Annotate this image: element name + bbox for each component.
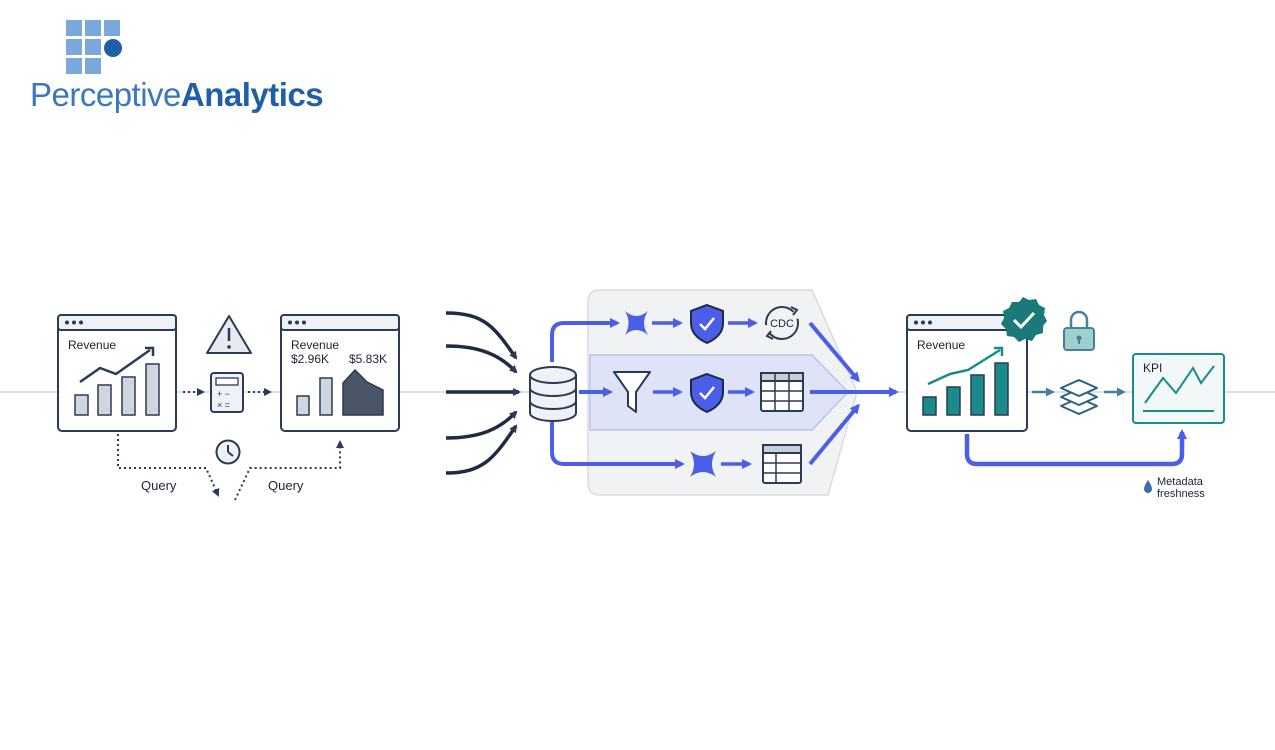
query-path-right bbox=[234, 440, 344, 501]
table-icon-bottom bbox=[762, 444, 802, 484]
branch-bottom bbox=[550, 422, 685, 469]
right-card-title: Revenue bbox=[917, 338, 965, 352]
transform-x-icon-top bbox=[625, 311, 648, 335]
brand-word-2: Analytics bbox=[180, 76, 324, 113]
converge-bottom bbox=[808, 403, 860, 466]
clock-icon bbox=[215, 439, 241, 465]
cdc-sync-icon: CDC bbox=[765, 306, 799, 340]
shield-check-icon-middle bbox=[690, 372, 724, 414]
layers-icon bbox=[1060, 379, 1098, 415]
drop-icon bbox=[1144, 480, 1152, 493]
warning-icon bbox=[206, 315, 252, 354]
svg-text:× =: × = bbox=[217, 400, 230, 410]
verified-badge-icon bbox=[1001, 297, 1047, 342]
table-icon-middle bbox=[760, 372, 804, 412]
transform-x-icon-bottom bbox=[690, 451, 716, 477]
lock-icon bbox=[1063, 310, 1095, 351]
brand-word-1: Perceptive bbox=[30, 76, 181, 113]
cdc-label: CDC bbox=[770, 318, 794, 330]
card2-value-1: $2.96K bbox=[291, 352, 329, 366]
metadata-line-1: Metadata bbox=[1157, 476, 1204, 488]
filter-funnel-icon bbox=[613, 371, 651, 413]
dashboard-card-verified: Revenue bbox=[906, 314, 1028, 432]
area-shape bbox=[342, 368, 384, 416]
brand-logo bbox=[30, 20, 330, 120]
query-label-left: Query bbox=[141, 478, 177, 493]
dashboard-card-revenue-values: Revenue $2.96K $5.83K bbox=[280, 314, 400, 432]
kpi-card: KPI bbox=[1132, 353, 1225, 424]
database-icon bbox=[529, 366, 577, 422]
query-path-left bbox=[117, 434, 220, 497]
metadata-line-2: freshness bbox=[1157, 488, 1205, 500]
brand-wordmark: PerceptiveAnalytics bbox=[30, 76, 324, 114]
svg-text:+ −: + − bbox=[217, 389, 230, 399]
ingest-arrows bbox=[445, 311, 521, 475]
branch-top bbox=[550, 318, 620, 362]
kpi-label: KPI bbox=[1143, 361, 1162, 375]
card2-title: Revenue bbox=[291, 338, 339, 352]
metadata-loop-arrow bbox=[964, 429, 1187, 467]
card1-title: Revenue bbox=[68, 338, 116, 352]
shield-check-icon-top bbox=[690, 303, 724, 345]
logo-grid-icon bbox=[66, 20, 122, 74]
dashboard-card-revenue-trend: Revenue bbox=[57, 314, 177, 432]
calculator-icon: + − × = bbox=[210, 372, 244, 413]
converge-top bbox=[808, 321, 860, 383]
query-label-right: Query bbox=[268, 478, 304, 493]
trend-line bbox=[79, 348, 151, 384]
card2-value-2: $5.83K bbox=[349, 352, 387, 366]
